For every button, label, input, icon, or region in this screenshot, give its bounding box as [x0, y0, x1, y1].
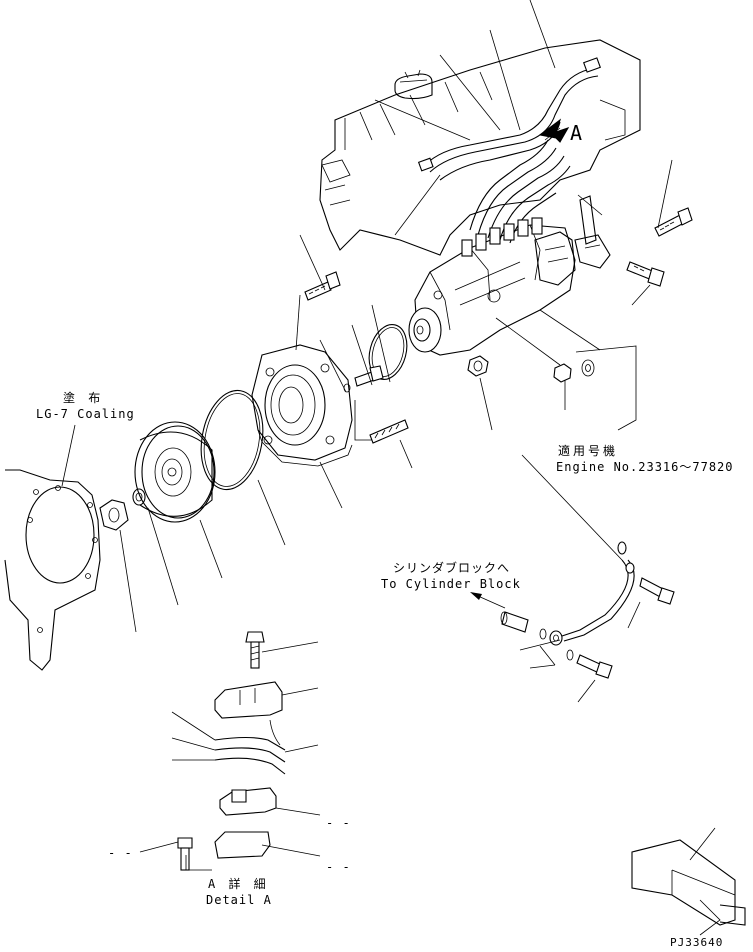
detail-label-jp: A 詳 細 [208, 877, 269, 891]
bolt-upper-left [304, 271, 341, 301]
pipe-connector [500, 611, 529, 633]
pipe-bolt-lower [576, 654, 613, 679]
front-cover [4, 469, 101, 671]
view-arrow [538, 118, 570, 143]
adapter-housing [251, 344, 353, 467]
drawing-code: PJ33640 [670, 936, 724, 949]
detail-a [177, 631, 286, 871]
nuts-washers [467, 345, 637, 431]
engine-label-jp: 適用号機 [558, 444, 619, 458]
engine-label-en: Engine No.23316～77820 [556, 460, 734, 474]
bolt-small [343, 365, 384, 393]
arrow-to-block [477, 595, 506, 609]
gear-nut [99, 499, 129, 531]
engine-block [319, 39, 641, 256]
pump-bracket [574, 195, 611, 269]
coating-label-jp: 塗 布 [63, 391, 104, 405]
dash-mark-left: - - [108, 846, 133, 860]
cylinder-label-jp: シリンダブロックへ [393, 561, 511, 575]
dash-mark-right-2: - - [326, 860, 351, 874]
oil-pipe [539, 541, 635, 661]
drive-gear [134, 421, 216, 523]
washer [132, 488, 146, 506]
injection-pump [408, 217, 576, 356]
leader-lines [61, 0, 716, 861]
bolt-mid-right [626, 261, 665, 287]
dash-mark-right-1: - - [326, 816, 351, 830]
tool-part [631, 839, 746, 936]
coating-label-en: LG-7 Coaling [36, 407, 135, 421]
view-marker-a: A [570, 121, 584, 145]
pipe-bolt-upper [639, 577, 675, 605]
bolt-upper-right [654, 207, 693, 237]
detail-label-en: Detail A [206, 893, 272, 907]
stud [354, 400, 409, 444]
injection-lines [417, 57, 601, 244]
cylinder-label-en: To Cylinder Block [381, 577, 521, 591]
